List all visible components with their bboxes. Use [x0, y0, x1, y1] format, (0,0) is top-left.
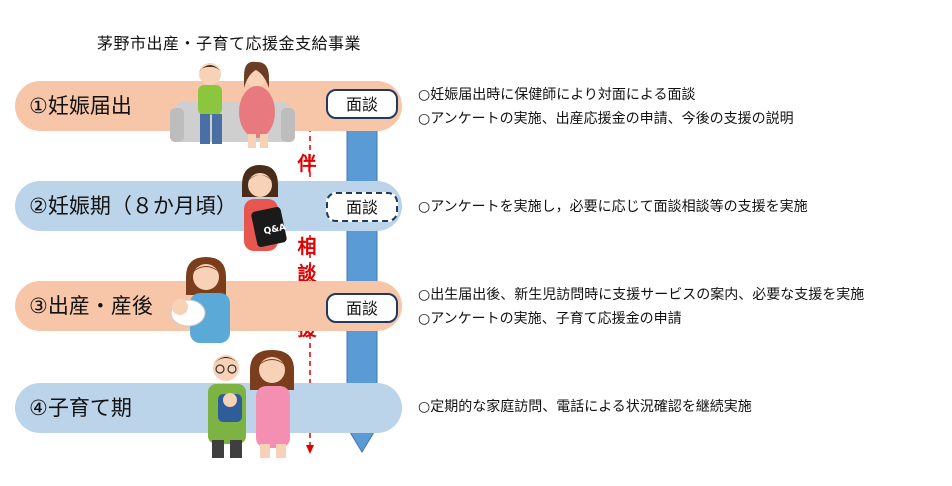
couple-on-sofa-illustration	[170, 60, 295, 152]
parents-with-baby-illustration	[200, 350, 305, 460]
vertical-char: 相	[295, 234, 319, 262]
interview-badge: 面談	[326, 293, 398, 323]
pregnant-woman-with-tablet-illustration: Q&A	[232, 163, 292, 255]
nurse-with-baby-illustration	[168, 255, 238, 347]
vertical-char: 伴	[295, 151, 319, 179]
stage-2-description: ○アンケートを実施し，必要に応じて面談相談等の支援を実施	[418, 195, 808, 219]
stage-label: ③出産・産後	[29, 294, 153, 318]
description-line: ○アンケートを実施し，必要に応じて面談相談等の支援を実施	[418, 195, 808, 219]
description-line: ○妊娠届出時に保健師により対面による面談	[418, 83, 794, 107]
description-line: ○出生届出後、新生児訪問時に支援サービスの案内、必要な支援を実施	[418, 283, 864, 307]
stage-1-description: ○妊娠届出時に保健師により対面による面談 ○アンケートの実施、出産応援金の申請、…	[418, 83, 794, 131]
stage-4-description: ○定期的な家庭訪問、電話による状況確認を継続実施	[418, 395, 752, 419]
interview-badge: 面談	[326, 89, 398, 119]
description-line: ○アンケートの実施、出産応援金の申請、今後の支援の説明	[418, 107, 794, 131]
description-line: ○定期的な家庭訪問、電話による状況確認を継続実施	[418, 395, 752, 419]
stage-label: ②妊娠期（８か月頃）	[29, 194, 237, 218]
description-line: ○アンケートの実施、子育て応援金の申請	[418, 307, 864, 331]
interview-badge-optional: 面談	[326, 192, 398, 222]
dashed-line-arrowhead	[306, 445, 314, 454]
stage-label: ④子育て期	[29, 396, 132, 420]
stage-label: ①妊娠届出	[29, 94, 132, 118]
stage-3-description: ○出生届出後、新生児訪問時に支援サービスの案内、必要な支援を実施 ○アンケートの…	[418, 283, 864, 331]
